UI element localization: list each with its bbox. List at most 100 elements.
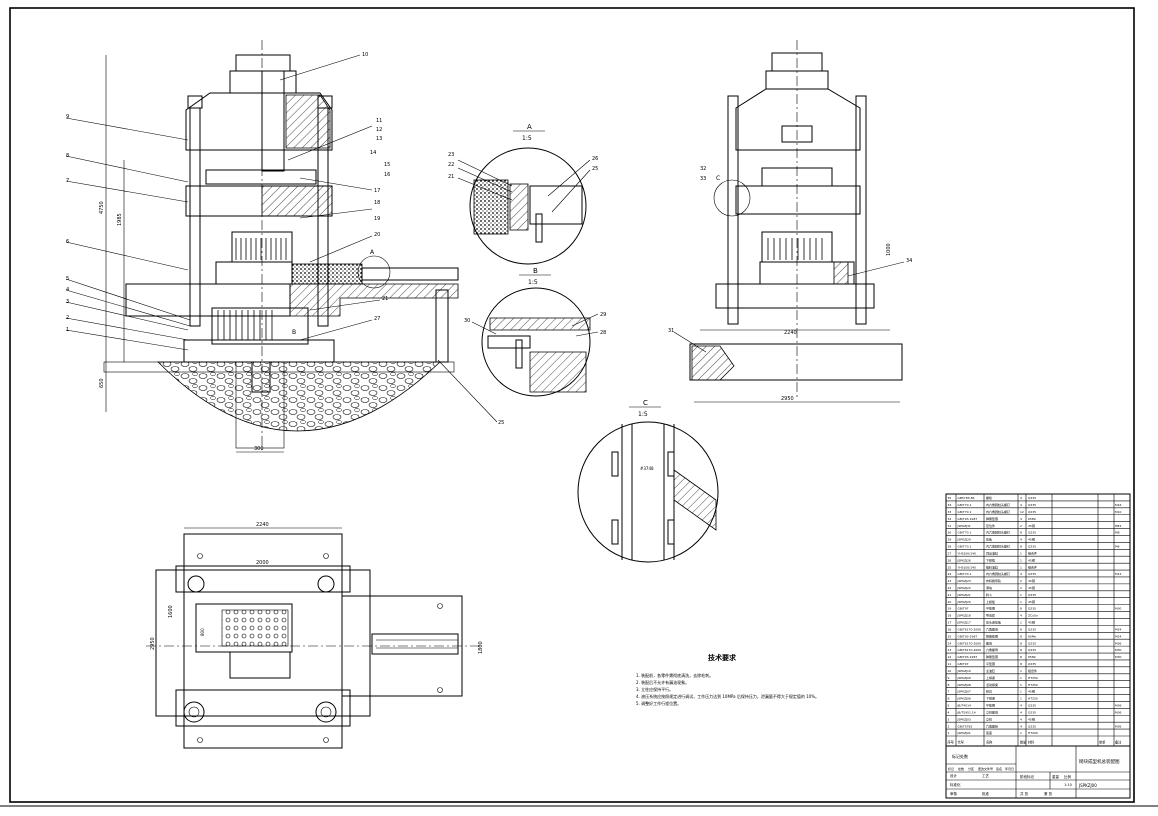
side-leader-31 — [673, 331, 707, 353]
bom-cell: 2 — [1020, 579, 1022, 583]
bom-cell: 内六角圆柱头螺钉 — [986, 544, 1010, 549]
side-callout-34: 34 — [906, 258, 912, 264]
side-column-right — [855, 95, 867, 325]
plan-dim-width: 2240 — [256, 522, 269, 528]
plan-feed-cylinder — [371, 633, 459, 655]
bom-cell: 8 — [1020, 634, 1022, 638]
bom-cell: 35 — [948, 496, 952, 500]
lower-beam-hatch — [289, 283, 459, 317]
bom-cell: 平垫圈 — [986, 703, 995, 708]
bom-cell: 8 — [1020, 655, 1022, 659]
side-upper-beam — [735, 88, 861, 151]
bom-cell: Q235 — [1028, 704, 1036, 708]
detail-b-callout-29: 29 — [600, 312, 606, 318]
bom-cell: Q235 — [1028, 724, 1036, 728]
detail-b-callout-30: 30 — [464, 318, 470, 324]
side-anchor-hatch — [691, 345, 735, 381]
detail-a-marker: A — [370, 249, 375, 256]
bom-cell: M10 — [1115, 510, 1121, 514]
bom-cell: JSPKZJ17 — [957, 621, 971, 625]
bom-cell: 19 — [948, 607, 952, 611]
bom-cell: 六角螺栓 — [986, 723, 998, 728]
detail-a-leader-4 — [547, 159, 591, 197]
plan-dim-feed: 1800 — [478, 641, 484, 654]
callout-25: 25 — [498, 420, 504, 426]
title-block-row-zone: 分区 — [968, 766, 974, 771]
bom-cell: Q235 — [1028, 531, 1036, 535]
technical-line-5: 5. 调整好工作行程位置。 — [636, 700, 681, 706]
bom-cell: JSPKZJ09 — [957, 676, 971, 680]
bom-cell: 8 — [1020, 648, 1022, 652]
callout-9: 9 — [66, 114, 69, 120]
bom-cell: M8 — [1115, 531, 1120, 535]
callout-11: 11 — [376, 118, 382, 124]
bom-cell: 压板 — [986, 537, 992, 542]
callout-20: 20 — [374, 232, 380, 238]
bom-cell: 23 — [948, 579, 952, 583]
bom-cell: 26 — [948, 558, 952, 562]
bom-cell: JSPKZJ31 — [957, 524, 971, 528]
bom-cell: 45钢 — [1028, 537, 1035, 542]
title-block-row-sign: 签名 — [996, 766, 1002, 771]
detail-b-scale: 1:5 — [528, 279, 538, 286]
side-column-left — [727, 95, 739, 325]
piston-rod — [261, 70, 285, 172]
callout-4: 4 — [66, 287, 69, 293]
bom-cell: 立柱 — [986, 716, 992, 721]
column-right — [317, 107, 329, 327]
movable-beam-hatch — [261, 185, 333, 217]
bom-cell: 45钢 — [1028, 557, 1035, 562]
column-left — [189, 107, 201, 327]
detail-c-bolt-4 — [667, 519, 675, 545]
plan-column-tr — [317, 575, 335, 593]
side-callout-32: 32 — [700, 166, 706, 172]
bom-cell: GB/T70.1 — [958, 531, 972, 535]
title-block-role-design: 设计 — [950, 773, 958, 778]
bom-cell: JB/T5951.14 — [957, 710, 976, 714]
bom-cell: 平垫圈 — [986, 661, 995, 666]
plan-dim-cavity: 800 — [200, 628, 205, 636]
bom-cell: M30 — [1115, 648, 1121, 652]
bom-cell: JSPKZJ26 — [957, 558, 971, 562]
side-callout-33: 33 — [700, 176, 706, 182]
bom-cell: M12 — [1115, 572, 1121, 576]
bom-cell: Q235 — [1028, 648, 1036, 652]
detail-c-bolt-1 — [611, 451, 619, 477]
detail-c-view: C 1:5 #3748 — [577, 399, 719, 563]
bom-cell: JSPKZJ23 — [957, 579, 971, 583]
detail-a-bolt — [535, 213, 543, 243]
bom-cell: GB/T93-1987 — [958, 634, 978, 638]
bom-cell: GB/T97 — [958, 662, 969, 666]
bom-cell: HT250 — [1028, 683, 1038, 687]
title-block-drawing-title: 砌块成型机总装配图 — [1079, 758, 1120, 765]
side-dim-width: 2240 — [784, 330, 797, 336]
bom-cell: 立柱螺母 — [986, 709, 998, 714]
bom-header-cell: 名称 — [986, 740, 993, 745]
bom-cell: 内六角圆柱头螺钉 — [986, 571, 1010, 576]
bom-cell: YHS100/140 — [958, 551, 977, 555]
bom-cell: HB4 — [1115, 524, 1121, 528]
bom-cell: 六角螺母 — [986, 647, 998, 652]
side-feeder-hatch — [833, 261, 849, 285]
bom-cell: 45钢 — [1028, 599, 1035, 604]
technical-line-4: 4. 液压系统应按照规定进行调试，工作压力达到 10MPa 后保持压力，泄漏量不… — [636, 693, 819, 699]
dim-front-width: 300 — [254, 446, 264, 452]
technical-line-2: 2. 装配后不允许有漏油现象。 — [636, 679, 689, 685]
bom-cell: 8 — [1020, 641, 1022, 645]
bom-cell: 4 — [1020, 717, 1022, 721]
bom-cell: JSPKZJ20 — [957, 600, 971, 604]
bom-cell: JSPKZJ10 — [957, 669, 971, 673]
detail-b-marker: B — [292, 329, 296, 336]
plan-cavity — [229, 651, 291, 679]
bom-cell: Q235 — [1028, 627, 1036, 631]
bom-cell: M36 — [1115, 704, 1121, 708]
side-leader-34 — [847, 261, 905, 277]
side-base — [689, 343, 903, 381]
bom-cell: HT250 — [1028, 697, 1038, 701]
callout-1: 1 — [66, 327, 69, 333]
bom-cell: 2 — [1020, 586, 1022, 590]
detail-a-callout-25: 25 — [592, 166, 598, 172]
bom-cell: 45钢 — [1028, 523, 1035, 528]
bom-cell: M30 — [1115, 607, 1121, 611]
bom-cell: 45钢 — [1028, 689, 1035, 694]
